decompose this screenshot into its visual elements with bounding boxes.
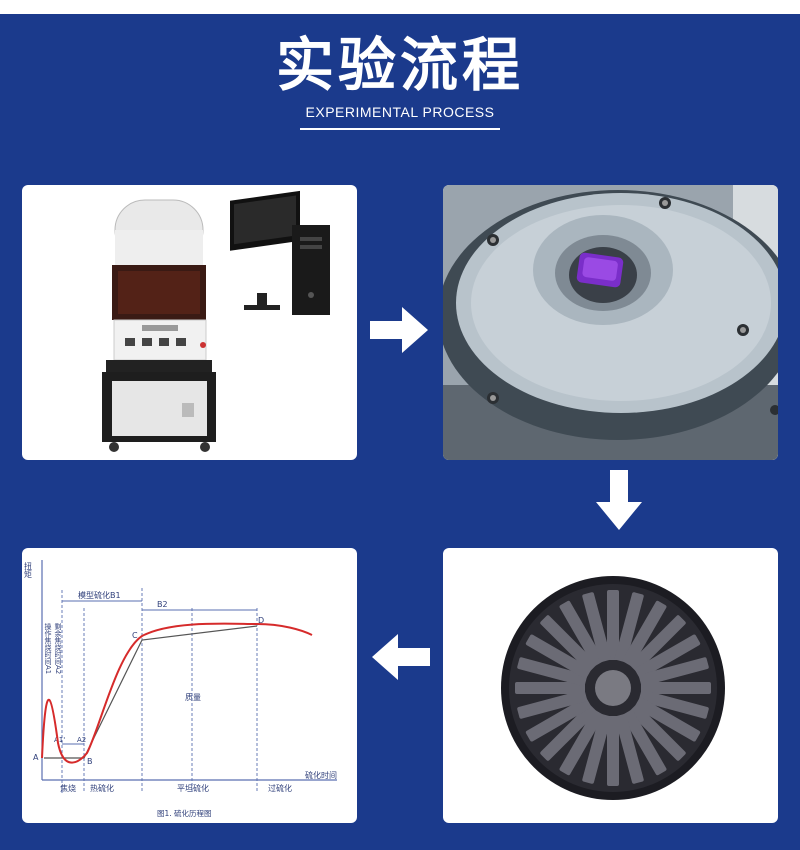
arrow-left-icon (372, 634, 430, 680)
sample-spoke (634, 634, 701, 679)
vulcanization-chart: 扭矩 硫化时间 模型硫化B1 B2 A1' A2 操作焦烧时间A1 剩余焦烧时间… (24, 560, 337, 818)
gray-series-line (44, 625, 258, 759)
sample-spoke (582, 592, 612, 663)
sample-spoke (622, 600, 667, 667)
sample-spoke (638, 657, 709, 687)
sample-spoke (641, 682, 711, 694)
label-center: 质量 (185, 692, 201, 702)
sample-spoke (638, 689, 709, 719)
point-c-label: C (132, 631, 138, 640)
sample-spoke (614, 592, 644, 663)
sample-spoke (582, 713, 612, 784)
arrow-right-icon (370, 307, 428, 353)
label-b1: 模型硫化B1 (78, 590, 121, 600)
label-b2: B2 (157, 600, 168, 609)
page-title: 实验流程 (275, 31, 524, 99)
sample-spoke (525, 634, 592, 679)
sample-spoke (540, 615, 597, 672)
stage-label-0: 焦烧 (60, 783, 76, 793)
stage-label-2: 平坦硫化 (177, 783, 209, 793)
point-d-label: D (258, 616, 264, 625)
sample-spoke (525, 697, 592, 742)
sample-spoke (614, 713, 644, 784)
sample-spoke (607, 590, 619, 660)
step-card-die (443, 185, 778, 460)
machine-photo-icon (102, 190, 330, 452)
sample-photo-icon (501, 576, 725, 800)
sample-spoke (559, 600, 604, 667)
stage-label-3: 过硫化 (268, 783, 292, 793)
step-card-chart: 扭矩 硫化时间 模型硫化B1 B2 A1' A2 操作焦烧时间A1 剩余焦烧时间… (22, 548, 357, 823)
page-subtitle: EXPERIMENTAL PROCESS (305, 104, 495, 120)
die-photo-icon (443, 185, 778, 460)
sample-spoke (517, 657, 588, 687)
red-series-curve (41, 622, 313, 764)
point-b-label: B (87, 757, 93, 766)
sample-spoke (622, 709, 667, 776)
step-card-machine (22, 185, 357, 460)
stage-label-1: 热硫化 (90, 783, 114, 793)
y-axis-label: 扭矩 (24, 561, 33, 578)
label-a1: A1' (54, 736, 65, 744)
subtitle-underline (300, 128, 500, 130)
label-vertical-1: 操作焦烧时间A1 (44, 622, 52, 674)
sample-spoke (607, 716, 619, 786)
sample-spoke (515, 682, 585, 694)
label-a2: A2 (77, 736, 86, 744)
sample-spoke (559, 709, 604, 776)
step-card-sample (443, 548, 778, 823)
point-a-label: A (33, 753, 39, 762)
sample-spoke (629, 704, 686, 761)
arrow-down-icon (596, 470, 642, 530)
chart-caption: 图1. 硫化历程图 (157, 808, 212, 818)
sample-spoke (517, 689, 588, 719)
label-vertical-2: 剩余焦烧时间A2 (54, 622, 62, 674)
sample-spoke (634, 697, 701, 742)
sample-spoke (629, 615, 686, 672)
top-band (0, 0, 800, 14)
x-axis-label: 硫化时间 (305, 770, 337, 780)
sample-spoke (540, 704, 597, 761)
